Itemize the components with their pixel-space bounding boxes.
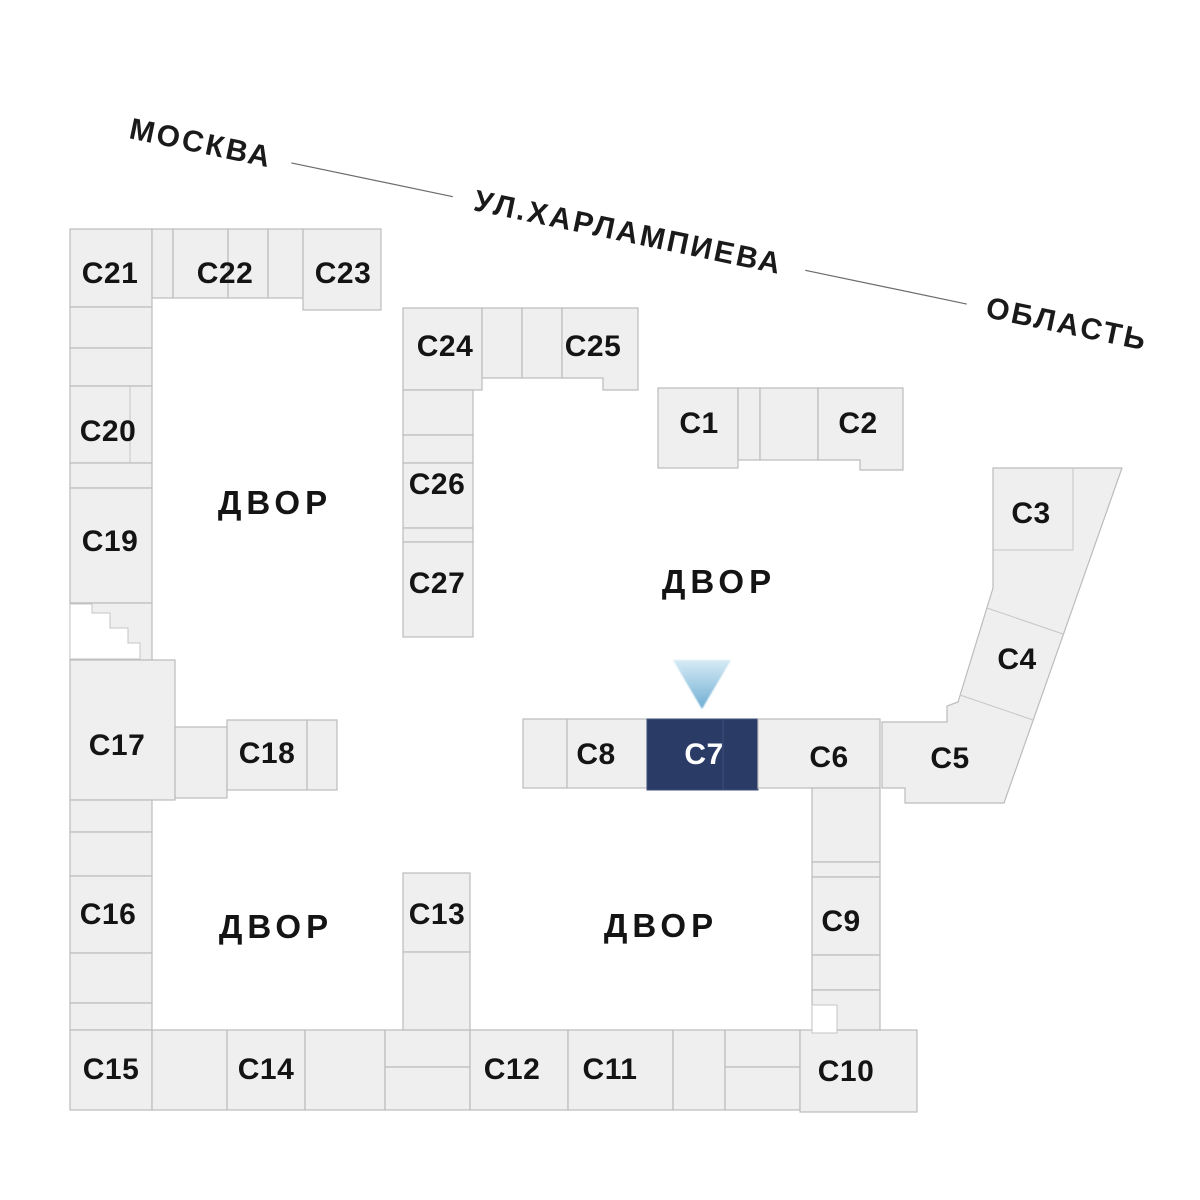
selected-block-pointer-icon: [673, 660, 731, 709]
block-segment: [69, 831, 153, 877]
block-segment: [69, 1002, 153, 1031]
block-c7-label: С7: [684, 738, 723, 771]
courtyard-label: ДВОР: [219, 908, 333, 945]
divider: [986, 607, 1064, 635]
block-c27[interactable]: [402, 541, 474, 638]
block-c16[interactable]: [69, 875, 153, 954]
courtyard-label: ДВОР: [662, 563, 776, 600]
block-c6-label: С6: [809, 741, 848, 774]
block-segment: [402, 434, 474, 464]
block-segment: [174, 726, 228, 799]
block-segment: [384, 1029, 471, 1068]
block-c21[interactable]: [69, 228, 153, 308]
block-c3-label: С3: [1011, 497, 1050, 530]
block-c7-selected[interactable]: [646, 718, 724, 791]
block-c17-label: С17: [89, 729, 146, 762]
block-segment: [402, 527, 474, 543]
block-c10-label: С10: [818, 1055, 875, 1088]
block-c4-label: С4: [997, 643, 1036, 676]
block-segment: [759, 387, 819, 461]
block-segment: [522, 718, 568, 789]
block-c24-label: С24: [417, 330, 474, 363]
block-segment: [69, 306, 153, 349]
block-c23-label: С23: [315, 257, 372, 290]
block-c2[interactable]: [817, 387, 904, 471]
block-c12-label: С12: [484, 1053, 541, 1086]
block-segment: [151, 1029, 228, 1111]
block-c25[interactable]: [561, 307, 639, 391]
block-segment: [402, 389, 474, 436]
block-c11[interactable]: [567, 1029, 674, 1111]
block-c20-label: С20: [80, 415, 137, 448]
block-c24[interactable]: [402, 307, 483, 391]
block-segment: [304, 1029, 386, 1111]
block-segment: [69, 462, 153, 489]
street-line-right: [805, 269, 967, 305]
block-c23[interactable]: [302, 228, 382, 311]
block-segment: [306, 719, 338, 791]
corner-notch: [811, 1004, 838, 1034]
street-city-label: МОСКВА: [127, 113, 276, 175]
block-c12[interactable]: [469, 1029, 569, 1111]
block-c21-label: С21: [82, 257, 139, 290]
block-c11-label: С11: [583, 1053, 638, 1086]
courtyard-label: ДВОР: [604, 907, 718, 944]
block-c15-label: С15: [83, 1053, 140, 1086]
block-c15[interactable]: [69, 1029, 153, 1111]
block-segment: [151, 228, 174, 299]
block-c27-label: С27: [409, 567, 466, 600]
block-c9-label: С9: [821, 905, 860, 938]
divider: [959, 694, 1034, 721]
block-c22-label: С22: [197, 257, 254, 290]
block-segment: [521, 307, 563, 379]
block-c5-label: С5: [930, 742, 969, 775]
block-segment: [69, 347, 153, 387]
block-segment: [672, 1029, 726, 1111]
block-c16-label: С16: [80, 898, 137, 931]
block-segment: [724, 1029, 801, 1068]
block-segment: [481, 307, 523, 379]
block-c8-label: С8: [576, 738, 615, 771]
block-segment: [811, 861, 881, 878]
street-name-label: УЛ.ХАРЛАМПИЕВА: [471, 185, 785, 282]
street-line-left: [291, 162, 453, 198]
block-c25-label: С25: [565, 330, 622, 363]
courtyard-label: ДВОР: [218, 484, 332, 521]
block-segment: [402, 951, 471, 1031]
block-c7-segment[interactable]: [722, 718, 759, 791]
block-c13-label: С13: [409, 898, 466, 931]
block-segment: [384, 1066, 471, 1111]
block-segment: [811, 787, 881, 863]
block-c1-label: С1: [679, 407, 718, 440]
block-c26-label: С26: [409, 468, 466, 501]
block-segment: [69, 799, 153, 833]
block-c2-label: С2: [838, 407, 877, 440]
block-c10[interactable]: [799, 1029, 918, 1113]
block-c22[interactable]: [172, 228, 229, 299]
divider: [993, 468, 1074, 551]
stair-notch: [69, 603, 141, 660]
block-segment: [267, 228, 304, 299]
block-c3-c4-c5-wing[interactable]: [881, 467, 1123, 804]
block-c20[interactable]: [69, 385, 153, 464]
block-c8[interactable]: [566, 718, 648, 789]
street-region-label: ОБЛАСТЬ: [983, 291, 1151, 357]
block-c18[interactable]: [226, 719, 308, 791]
block-c19-label: С19: [82, 525, 139, 558]
block-c14[interactable]: [226, 1029, 306, 1111]
block-segment: [724, 1066, 801, 1111]
block-segment: [811, 954, 881, 991]
block-segment: [69, 952, 153, 1004]
block-c17[interactable]: [69, 659, 176, 801]
block-c18-label: С18: [239, 737, 296, 770]
block-c14-label: С14: [238, 1053, 295, 1086]
block-segment: [737, 387, 761, 461]
